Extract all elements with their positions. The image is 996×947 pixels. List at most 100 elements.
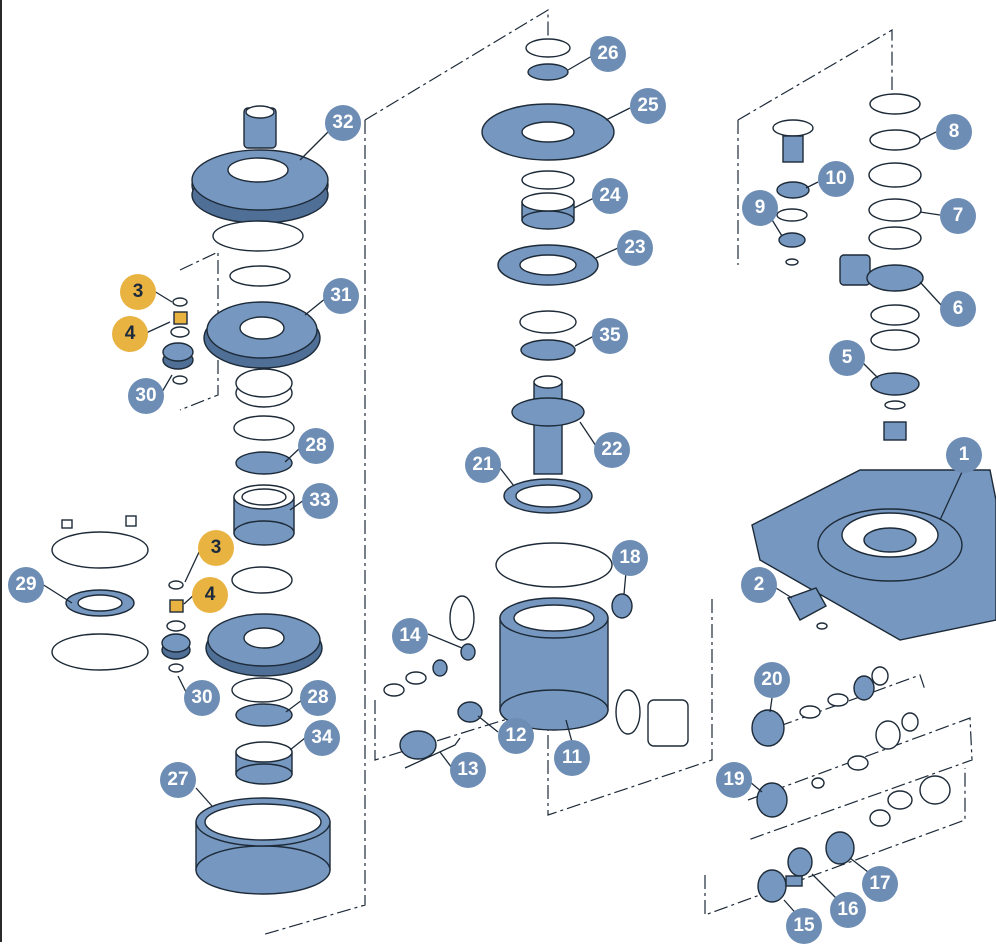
part-13-cover (399, 730, 437, 760)
callout-badge-10: 10 (818, 161, 854, 197)
part-8-gear (868, 162, 922, 188)
part-33-sun-gear (233, 484, 295, 546)
part-14-seal-pack (383, 643, 476, 697)
part-24-bearing (521, 192, 575, 230)
part-33-bearing (231, 566, 293, 594)
leader-14 (427, 633, 463, 649)
callout-badge-25: 25 (630, 88, 666, 124)
callout-badge-1: 1 (946, 437, 982, 473)
leader-26 (567, 55, 593, 71)
leader-6 (919, 281, 943, 307)
part-26-bearing-race (527, 63, 569, 81)
callout-badge-6: 6 (940, 291, 976, 327)
leader-8 (919, 131, 937, 141)
callout-badge-16: 16 (830, 892, 866, 928)
leader-28b (285, 699, 303, 713)
part-7-seal (868, 226, 922, 250)
part-26-ring-upper (525, 38, 571, 58)
callout-badge-17: 17 (862, 866, 898, 902)
part-22-shaft-hub (511, 375, 585, 475)
part-10-bearing (776, 181, 810, 199)
callout-badge-12: 12 (498, 718, 534, 754)
leader-3b (184, 549, 201, 583)
callout-badge-34: 34 (304, 720, 340, 756)
part-pinion-seals-lower (869, 775, 951, 827)
part-18-bearing (611, 593, 633, 619)
callout-badge-35: 35 (592, 318, 628, 354)
leader-2 (775, 587, 793, 599)
part-13-gasket-wire (404, 737, 461, 769)
part-35-ring-a (519, 310, 577, 334)
assembly-line-left (261, 120, 366, 936)
part-12-bearing-cap (457, 701, 483, 723)
part-16-bearing-cup (787, 847, 813, 877)
assembly-line-right-top (737, 28, 893, 121)
part-30-planet-gear-lower (161, 580, 191, 673)
callout-badge-30: 30 (128, 378, 164, 414)
leader-35 (574, 335, 595, 347)
part-5-clip (884, 400, 906, 410)
callout-badge-2: 2 (741, 567, 777, 603)
part-32-snap-ring (229, 265, 291, 287)
callout-badge-14: 14 (392, 618, 428, 654)
assembly-line-pinion-d (704, 768, 966, 916)
leader-30b (177, 675, 187, 693)
callout-badge-28-lower: 28 (300, 680, 336, 716)
part-11-gasket-right (615, 689, 641, 735)
leader-4a (145, 321, 171, 334)
part-31-bearing (233, 415, 295, 441)
leader-22 (579, 421, 597, 447)
leader-5 (861, 361, 879, 379)
part-20-pinion-housing (751, 666, 889, 747)
callout-badge-13: 13 (450, 752, 486, 788)
callout-badge-28: 28 (298, 428, 334, 464)
callout-badge-4-lower: 4 (192, 577, 228, 613)
leader-24 (573, 197, 595, 209)
leader-21 (499, 467, 515, 487)
part-31-gear-ring (235, 368, 293, 408)
leader-1 (939, 471, 963, 521)
part-8-seal-top (869, 93, 921, 115)
part-7-ring (868, 198, 922, 222)
part-17-bearing (825, 831, 855, 865)
part-9-bearing (776, 208, 808, 266)
leader-23 (595, 247, 619, 259)
leader-10 (805, 181, 819, 189)
part-11-gasket-left (449, 595, 475, 641)
callout-badge-19: 19 (716, 762, 752, 798)
callout-badge-31: 31 (323, 278, 359, 314)
part-23-split-shim (497, 244, 599, 286)
callout-badge-8: 8 (936, 114, 972, 150)
part-25-brake-disc (481, 103, 615, 161)
part-32-seal-ring (212, 220, 304, 252)
callout-badge-4: 4 (112, 316, 148, 352)
leader-17 (849, 857, 869, 873)
part-32-carrier-housing (191, 105, 329, 224)
callout-badge-9: 9 (742, 190, 778, 226)
part-6-ring (870, 304, 920, 326)
leader-12 (477, 715, 499, 733)
leader-34 (289, 737, 306, 751)
leader-19 (749, 781, 763, 793)
leader-11 (565, 719, 573, 743)
callout-badge-27: 27 (160, 762, 196, 798)
leader-16 (811, 873, 837, 899)
part-21-flange-ring (495, 542, 613, 588)
assembly-line-center-bottom (547, 595, 713, 816)
part-19-flange (756, 712, 919, 818)
part-29-plate-set (51, 515, 149, 671)
part-28-thrust-washer-lower (235, 703, 293, 727)
callout-badge-3-lower: 3 (198, 530, 234, 566)
callout-badge-24: 24 (592, 178, 628, 214)
callout-badge-23: 23 (617, 230, 653, 266)
part-34-sun-gear (235, 741, 293, 785)
callout-badge-33: 33 (302, 483, 338, 519)
leader-27 (195, 787, 213, 807)
leader-29 (41, 583, 73, 604)
callout-badge-30-lower: 30 (184, 680, 220, 716)
leader-3a (153, 290, 173, 303)
part-1-base-frame (751, 469, 996, 641)
leader-28a (284, 447, 301, 463)
part-21-gear-ring (503, 478, 593, 514)
